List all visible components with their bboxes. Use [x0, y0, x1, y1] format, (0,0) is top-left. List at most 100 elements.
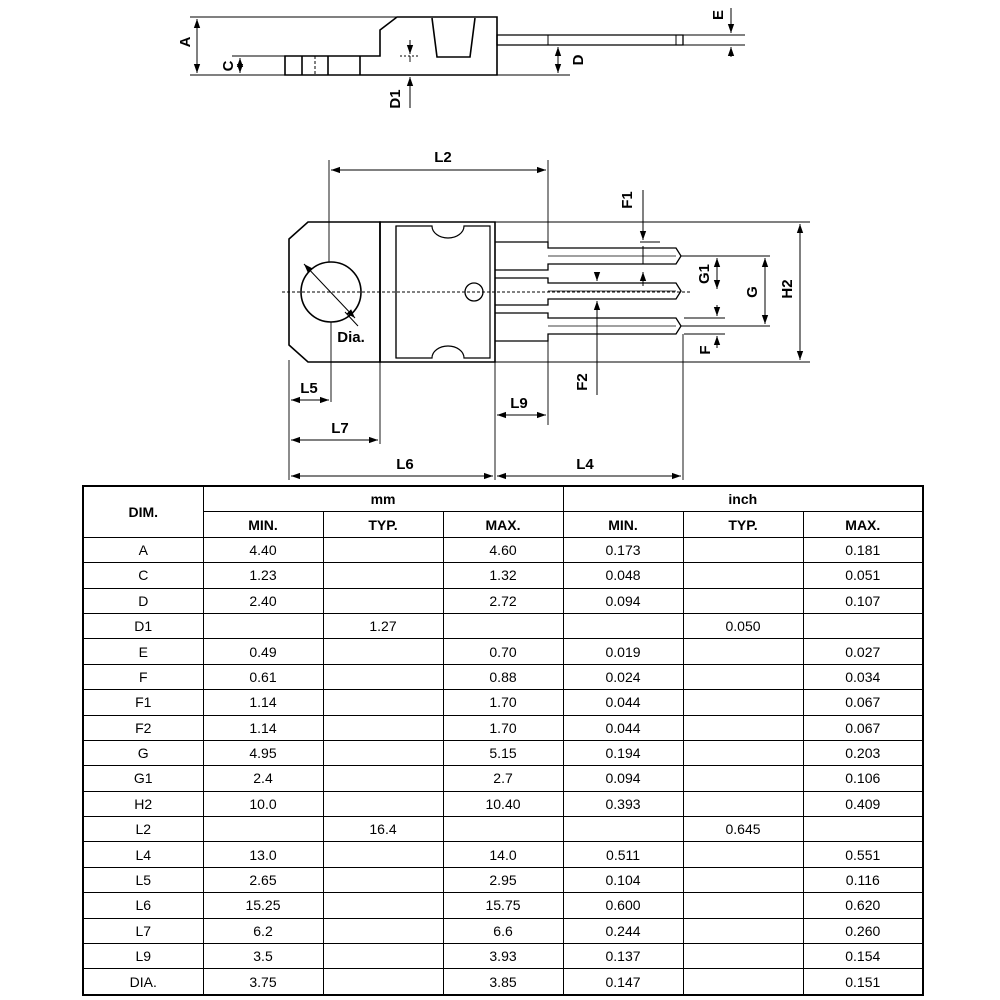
top-view-labels: L2 F1 G1 G H2 F F2 Dia. L5 L7 L9 L6 L4 — [300, 149, 796, 473]
label-E: E — [710, 10, 727, 20]
label-L9: L9 — [510, 395, 528, 412]
label-D: D — [570, 54, 587, 65]
cell-mm-typ — [322, 790, 444, 818]
cell-mm-max: 2.72 — [442, 587, 564, 614]
cell-inch-max: 0.034 — [802, 663, 924, 691]
cell-inch-max: 0.203 — [802, 739, 924, 767]
cell-inch-typ — [682, 866, 804, 894]
package-outline-drawing: A C D D1 E — [177, 8, 810, 480]
cell-inch-max: 0.027 — [802, 638, 924, 665]
cell-dim: F — [82, 663, 204, 691]
cell-mm-max: 5.15 — [442, 739, 564, 767]
label-H2: H2 — [779, 279, 796, 298]
cell-inch-min: 0.044 — [562, 714, 684, 741]
label-D1: D1 — [387, 89, 404, 108]
cell-mm-min: 4.40 — [202, 536, 324, 564]
cell-mm-max: 1.32 — [442, 562, 564, 589]
cell-mm-min — [202, 612, 324, 640]
cell-dim: DIA. — [82, 968, 204, 996]
cell-mm-min: 2.65 — [202, 866, 324, 894]
cell-inch-typ — [682, 739, 804, 767]
cell-inch-max: 0.067 — [802, 714, 924, 741]
cell-inch-typ — [682, 536, 804, 564]
cell-mm-typ — [322, 765, 444, 792]
cell-mm-min: 2.40 — [202, 587, 324, 614]
label-L2: L2 — [434, 149, 452, 166]
cell-inch-min: 0.244 — [562, 917, 684, 945]
cell-inch-min: 0.137 — [562, 943, 684, 970]
inch-typ-header: TYP. — [682, 511, 804, 538]
cell-mm-min: 1.14 — [202, 689, 324, 716]
cell-mm-min: 3.75 — [202, 968, 324, 996]
cell-mm-min: 1.14 — [202, 714, 324, 741]
cell-inch-typ — [682, 638, 804, 665]
cell-inch-max: 0.106 — [802, 765, 924, 792]
cell-inch-typ — [682, 790, 804, 818]
cell-mm-typ — [322, 841, 444, 868]
cell-dim: G1 — [82, 765, 204, 792]
cell-dim: L7 — [82, 917, 204, 945]
cell-mm-max: 2.7 — [442, 765, 564, 792]
cell-inch-typ: 0.050 — [682, 612, 804, 640]
cell-inch-min: 0.511 — [562, 841, 684, 868]
cell-mm-typ — [322, 714, 444, 741]
side-view-notch — [431, 17, 476, 58]
cell-mm-min: 2.4 — [202, 765, 324, 792]
cell-mm-typ — [322, 968, 444, 996]
table-header-row: DIM. mm inch — [82, 485, 924, 538]
cell-mm-max: 14.0 — [442, 841, 564, 868]
inch-min-header: MIN. — [562, 511, 684, 538]
cell-mm-typ — [322, 739, 444, 767]
cell-mm-typ — [322, 689, 444, 716]
mm-min-header: MIN. — [202, 511, 324, 538]
cell-mm-min: 15.25 — [202, 892, 324, 919]
cell-dim: E — [82, 638, 204, 665]
cell-inch-max: 0.107 — [802, 587, 924, 614]
cell-mm-typ: 1.27 — [322, 612, 444, 640]
cell-dim: H2 — [82, 790, 204, 818]
cell-inch-typ — [682, 841, 804, 868]
cell-dim: F1 — [82, 689, 204, 716]
cell-inch-min: 0.019 — [562, 638, 684, 665]
cell-mm-typ — [322, 917, 444, 945]
cell-mm-typ — [322, 562, 444, 589]
cell-inch-typ — [682, 714, 804, 741]
cell-mm-min: 13.0 — [202, 841, 324, 868]
cell-mm-max: 1.70 — [442, 714, 564, 741]
cell-mm-typ — [322, 587, 444, 614]
label-G1: G1 — [696, 264, 713, 284]
cell-dim: L4 — [82, 841, 204, 868]
cell-mm-max: 15.75 — [442, 892, 564, 919]
cell-dim: F2 — [82, 714, 204, 741]
cell-inch-max: 0.181 — [802, 536, 924, 564]
cell-dim: C — [82, 562, 204, 589]
cell-inch-max — [802, 816, 924, 843]
cell-mm-max: 2.95 — [442, 866, 564, 894]
cell-inch-min: 0.048 — [562, 562, 684, 589]
cell-inch-min: 0.094 — [562, 765, 684, 792]
cell-mm-typ — [322, 866, 444, 894]
label-L6: L6 — [396, 456, 414, 473]
label-F2: F2 — [574, 373, 591, 391]
cell-inch-max: 0.620 — [802, 892, 924, 919]
cell-mm-max: 0.88 — [442, 663, 564, 691]
cell-inch-max: 0.260 — [802, 917, 924, 945]
cell-mm-min: 0.61 — [202, 663, 324, 691]
cell-dim: A — [82, 536, 204, 564]
cell-inch-min: 0.147 — [562, 968, 684, 996]
inch-column-header: inch — [562, 485, 924, 513]
cell-mm-max: 1.70 — [442, 689, 564, 716]
